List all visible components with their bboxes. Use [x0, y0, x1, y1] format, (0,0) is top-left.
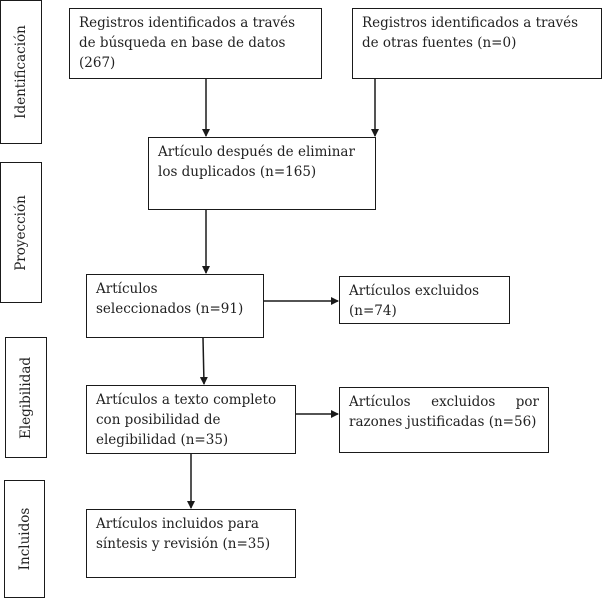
box-after-duplicates: Artículo después de eliminar los duplica… [148, 137, 376, 210]
excluded-reasons-line2: razones justificadas (n=56) [349, 414, 537, 430]
stage-screening: Proyección [0, 162, 42, 303]
box-excluded-reasons: Artículos excluidos por razones justific… [339, 387, 549, 453]
box-selected: Artículos seleccionados (n=91) [86, 274, 264, 338]
box-other-sources: Registros identificados a través de otra… [352, 8, 602, 79]
box-included: Artículos incluidos para síntesis y revi… [86, 509, 296, 578]
excluded-reasons-line1: Artículos excluidos por [349, 394, 539, 410]
stage-eligibility: Elegibilidad [5, 337, 47, 458]
stage-included: Incluidos [4, 480, 45, 598]
arrow-selected-to-fulltext [199, 337, 208, 385]
stage-identification: Identificación [0, 0, 42, 144]
box-excluded: Artículos excluidos (n=74) [339, 276, 510, 324]
box-full-text: Artículos a texto completo con posibilid… [86, 385, 296, 454]
box-database-records: Registros identificados a través de búsq… [69, 8, 322, 79]
